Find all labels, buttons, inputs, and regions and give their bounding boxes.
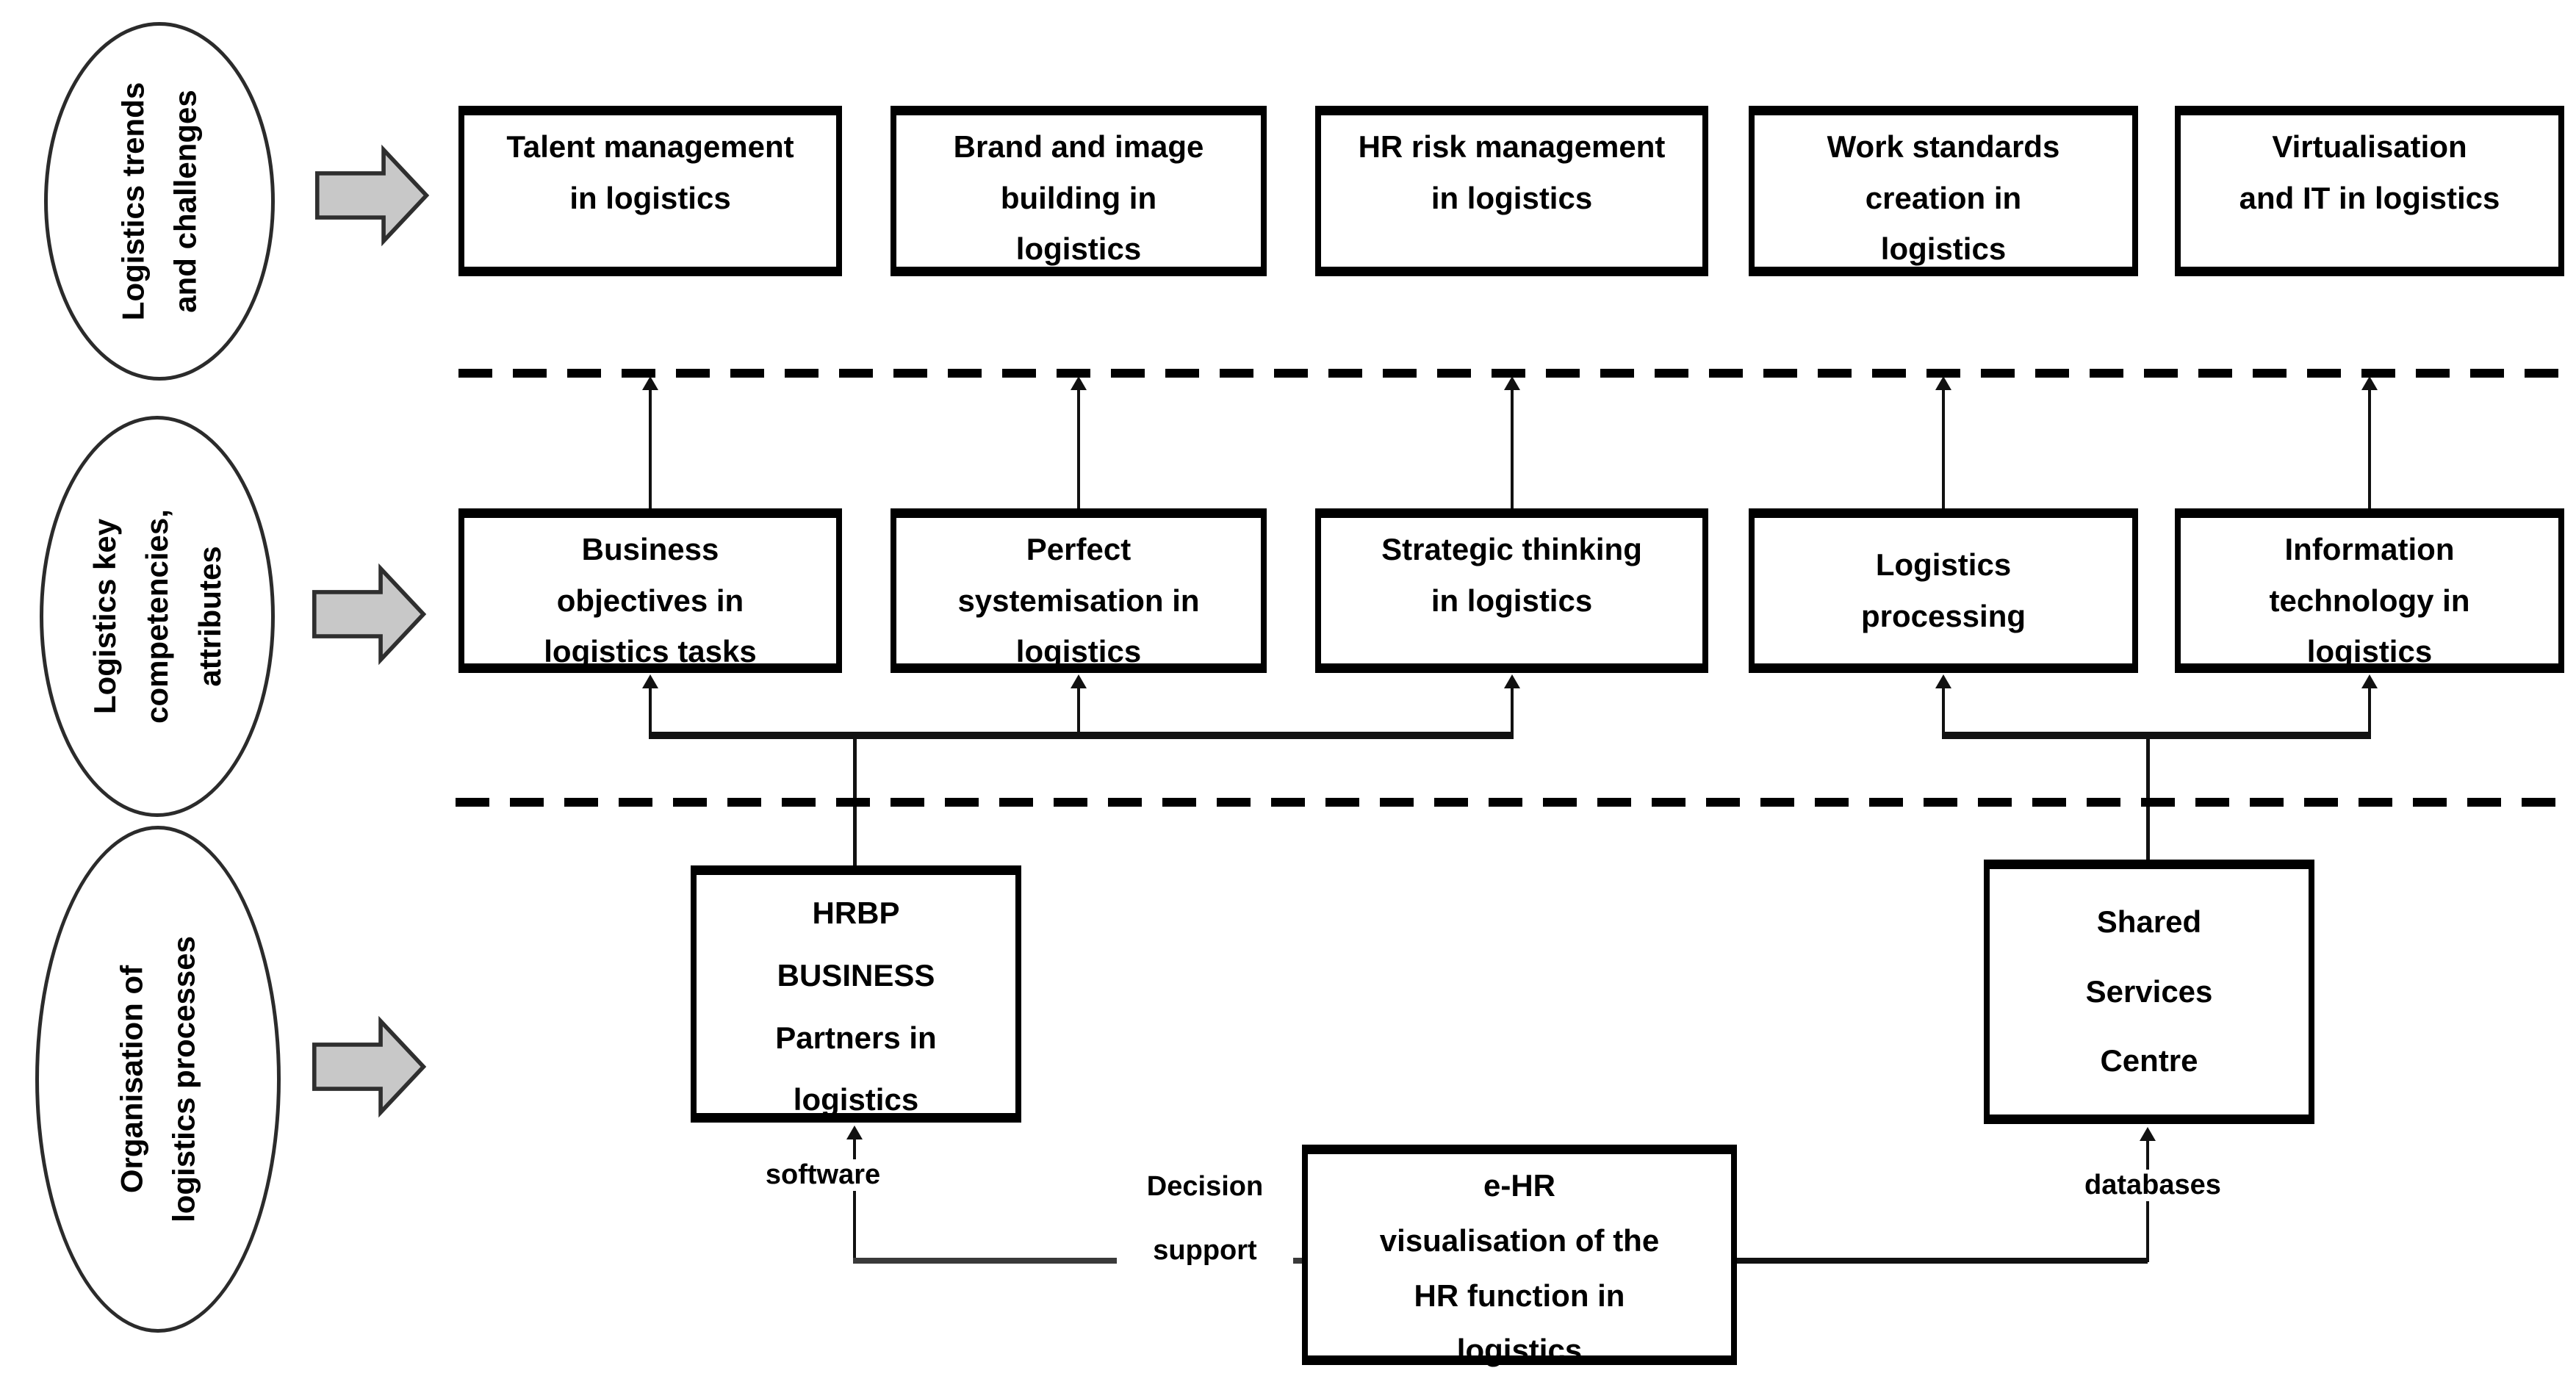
dashed-divider-1 [458, 369, 2573, 378]
up-arrowhead-icon [2361, 376, 2378, 390]
up-arrowhead-icon [2361, 674, 2378, 688]
connector-line [1942, 688, 1945, 733]
connector-line [649, 388, 652, 508]
connector-line [1737, 1258, 2148, 1264]
connector-line [2368, 388, 2371, 508]
connector-line [1511, 388, 1514, 508]
up-arrowhead-icon [1071, 376, 1087, 390]
connector-line [1077, 388, 1080, 508]
up-arrowhead-icon [1935, 376, 1951, 390]
up-arrowhead-icon [1504, 674, 1520, 688]
label-software: software [735, 1159, 911, 1191]
up-arrowhead-icon [1935, 674, 1951, 688]
flow-arrow-icon [314, 141, 431, 250]
connector-line [2368, 688, 2371, 733]
dashed-divider-2 [456, 798, 2573, 807]
label-databases: databases [2065, 1170, 2241, 1201]
connector-line [1942, 732, 2371, 739]
flow-arrow-icon [312, 560, 428, 669]
up-arrowhead-icon [1071, 674, 1087, 688]
connector-line [1511, 688, 1514, 733]
connector-line [1077, 688, 1080, 733]
connector-line [649, 688, 652, 733]
up-arrowhead-icon [642, 674, 658, 688]
up-arrowhead-icon [2140, 1127, 2156, 1141]
connector-line [853, 1258, 1302, 1264]
connector-line [2146, 1140, 2149, 1262]
connector-line [649, 732, 1514, 739]
flow-arrow-icon [312, 1012, 428, 1121]
connector-line [853, 1139, 856, 1262]
up-arrowhead-icon [1504, 376, 1520, 390]
up-arrowhead-icon [846, 1126, 863, 1139]
connector-line [1942, 388, 1945, 508]
up-arrowhead-icon [642, 376, 658, 390]
